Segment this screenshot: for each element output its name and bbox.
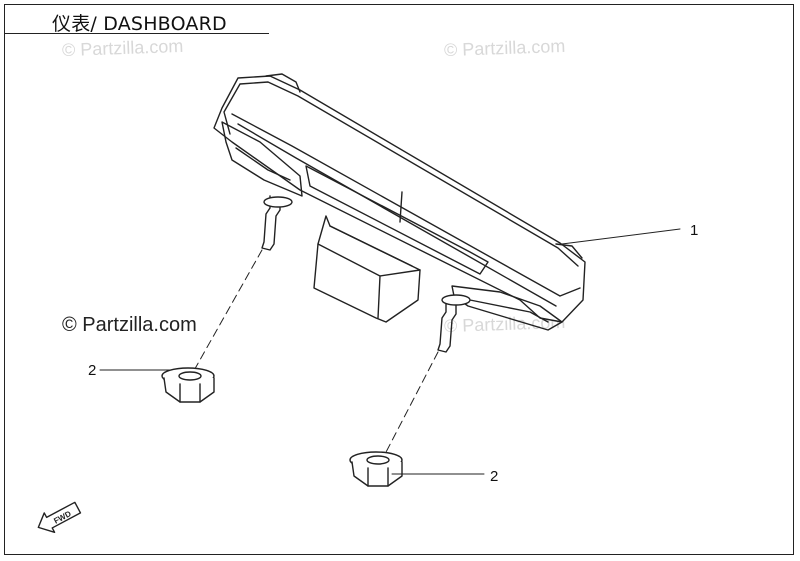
stud-left-washer — [263, 196, 293, 208]
callout-1-label: 1 — [690, 222, 699, 239]
dashboard-left-bracket — [221, 121, 303, 197]
fwd-arrow-outline — [37, 501, 82, 534]
flange-nut-left — [161, 367, 215, 403]
dashboard-rim — [223, 81, 579, 267]
callout-2-right-label: 2 — [490, 468, 499, 485]
title-underline — [5, 33, 269, 34]
drawing-frame — [4, 4, 794, 555]
dashboard-screen — [305, 165, 489, 275]
fwd-arrow: FWD — [37, 501, 82, 534]
nut-left-body — [163, 377, 215, 403]
nut-right-hole — [366, 455, 390, 465]
stud-left — [261, 195, 281, 251]
dashboard-top-face — [213, 75, 586, 323]
dashboard-bezel — [231, 113, 581, 307]
stud-right — [437, 299, 457, 353]
dashboard-divider — [399, 191, 403, 223]
callout-2-left-label: 2 — [88, 362, 97, 379]
dashboard-right-knob — [555, 243, 583, 259]
nut-left-facets — [179, 383, 201, 403]
leader-line-1 — [561, 228, 681, 245]
dashboard-assembly — [213, 73, 586, 353]
assembly-line-right — [383, 351, 439, 457]
dashboard-top-knob — [265, 73, 301, 93]
partzilla-credit: © Partzilla.com — [62, 314, 197, 336]
stud-right-washer — [441, 294, 471, 306]
flange-nut-right — [349, 451, 403, 487]
connector-housing-edges — [317, 225, 421, 319]
nut-right-facets — [367, 467, 389, 487]
nut-left-hole — [178, 371, 202, 381]
page-title: 仪表/ DASHBOARD — [52, 13, 227, 35]
assembly-line-left — [191, 249, 263, 375]
